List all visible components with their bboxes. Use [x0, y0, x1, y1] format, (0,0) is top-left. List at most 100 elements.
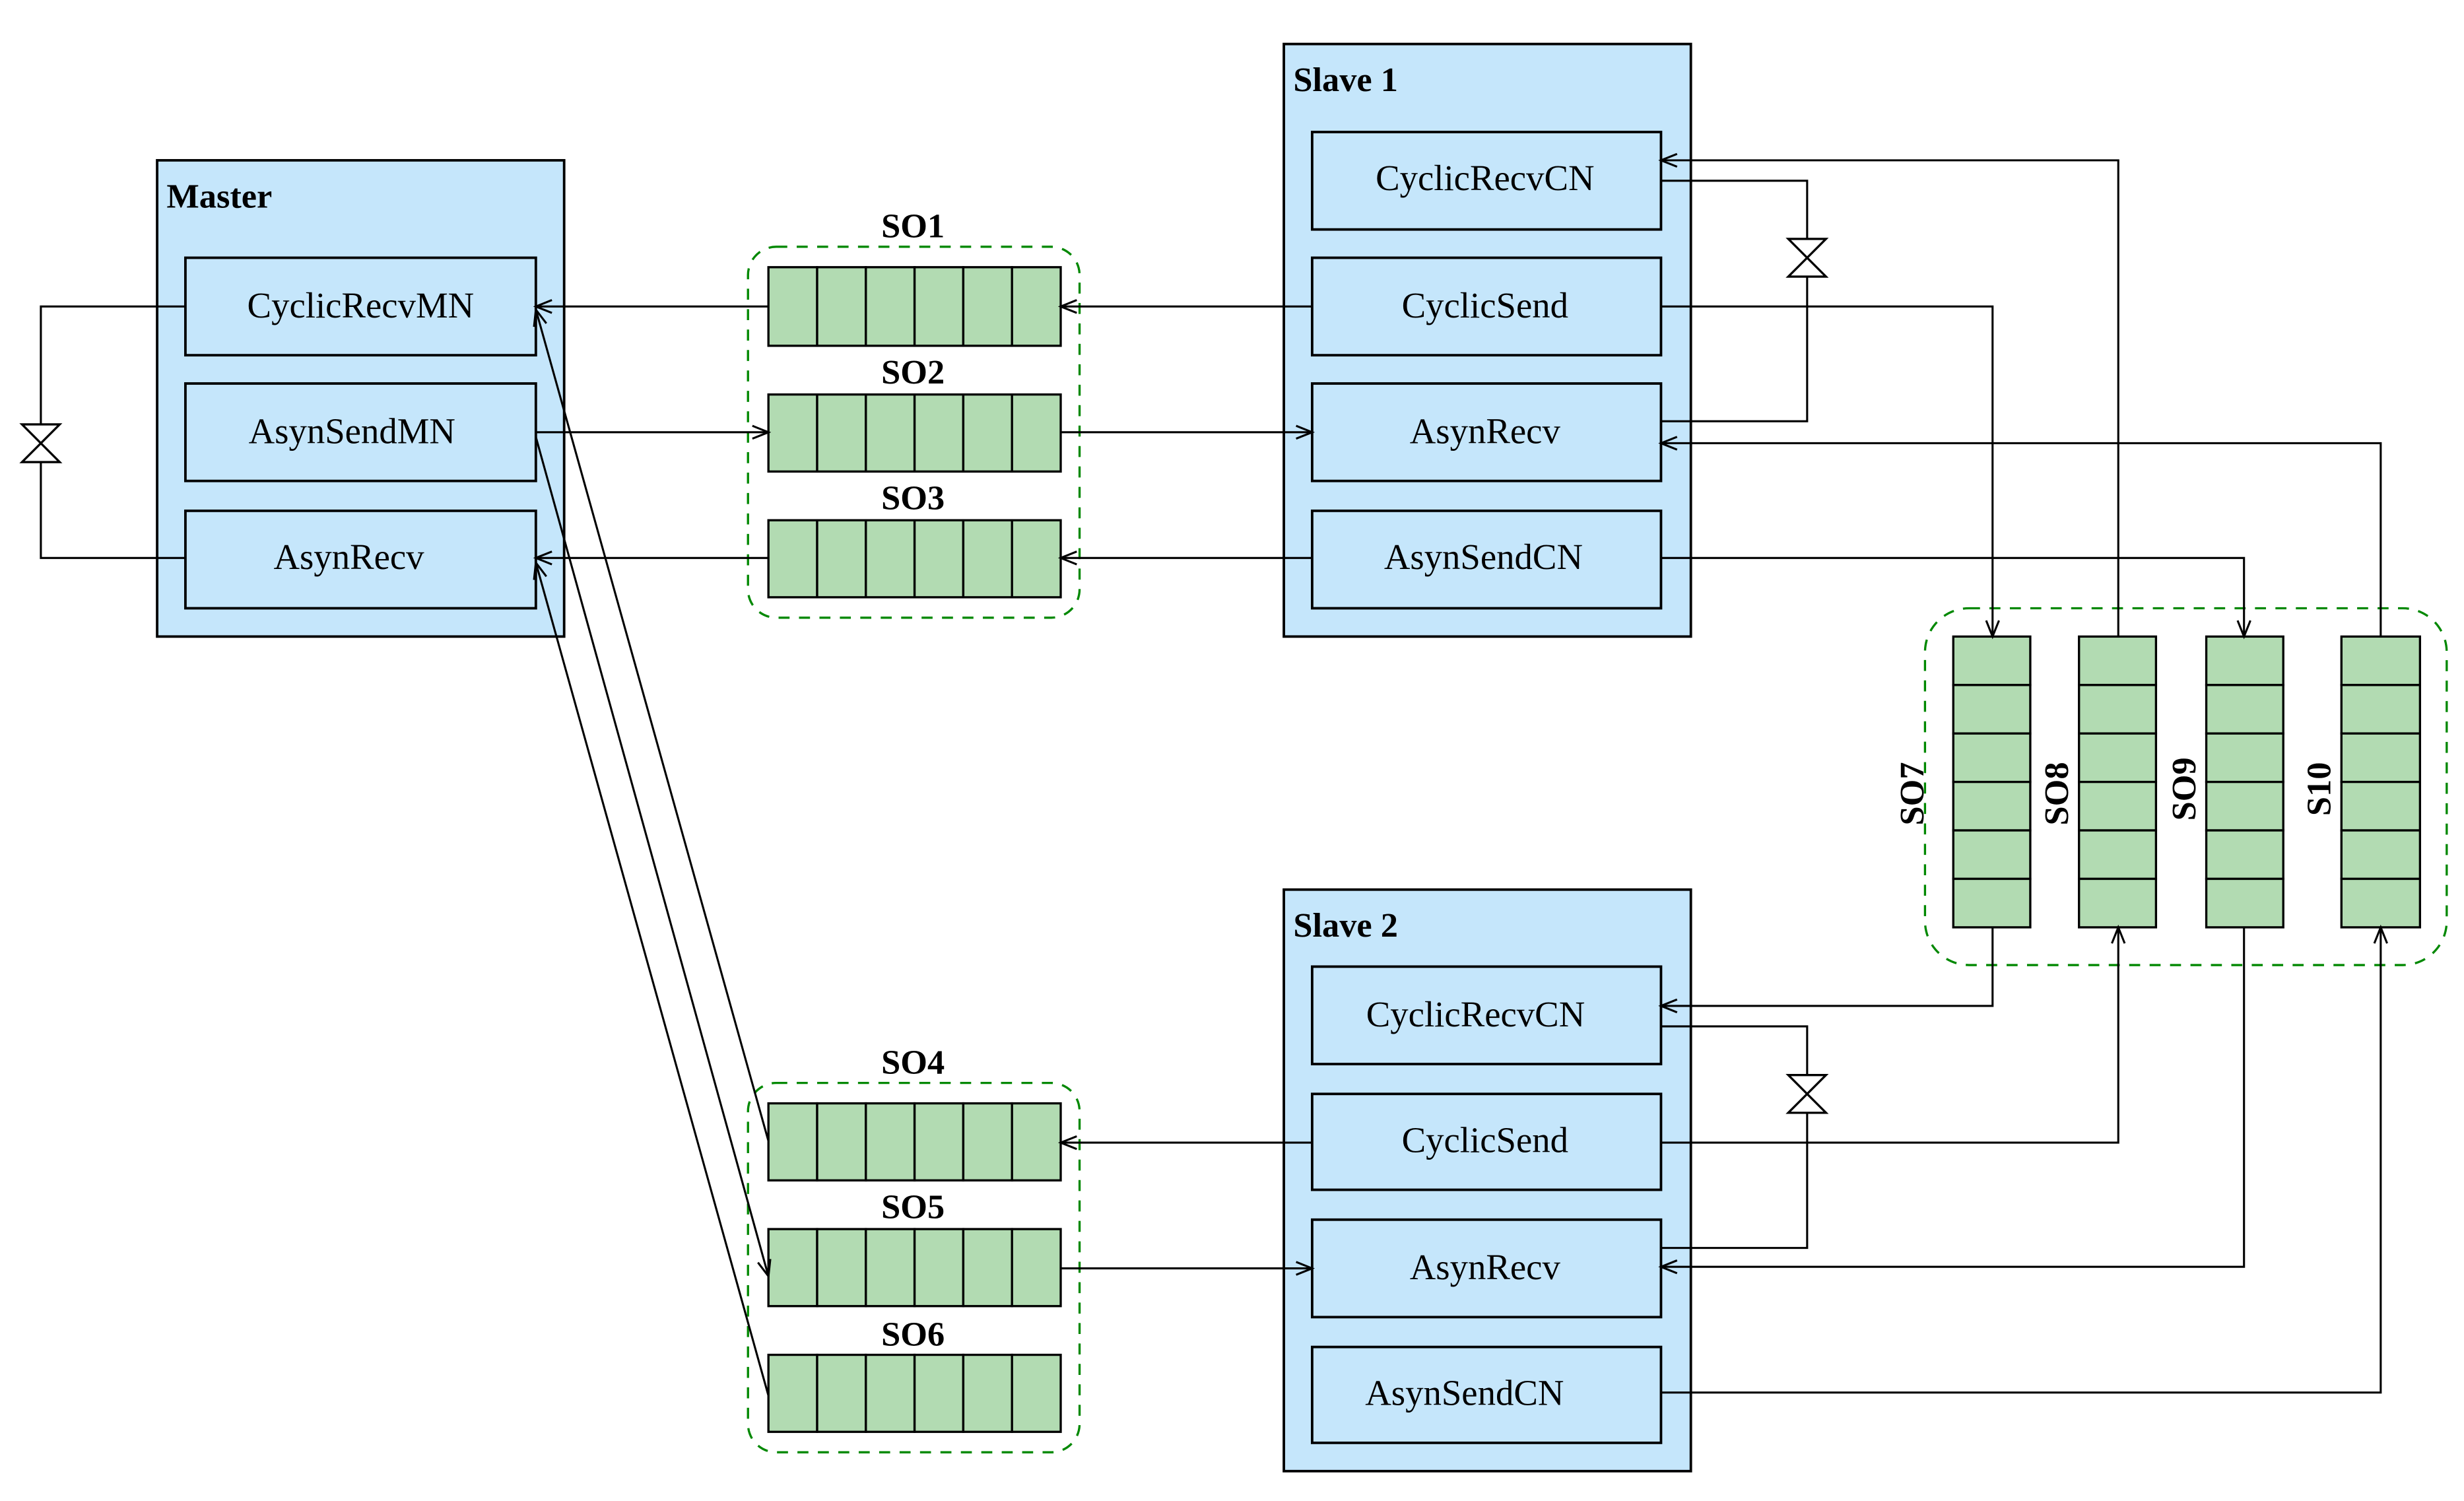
slave1-valve-icon	[1785, 238, 1829, 278]
master-component-cyclicrecvmn[interactable]: CyclicRecvMN	[184, 256, 537, 357]
component-box[interactable]	[1311, 131, 1663, 231]
queue-cell	[2205, 780, 2284, 832]
queue-cell	[767, 393, 818, 473]
queue-cell	[962, 1228, 1013, 1308]
component-box[interactable]	[184, 509, 537, 610]
component-box[interactable]	[1311, 1092, 1663, 1191]
queue-cell	[2078, 877, 2158, 929]
queue-label-so2: SO2	[881, 353, 945, 391]
wire-so6-to-master-asynrecv	[533, 560, 770, 1396]
queue-cell	[767, 266, 818, 347]
queue-so8	[2078, 635, 2158, 929]
slave2-component-cyclicrecvcn[interactable]: CyclicRecvCN	[1311, 965, 1663, 1065]
queue-cell	[2340, 780, 2422, 832]
arrowhead-icon	[533, 560, 547, 580]
slave2-component-cyclicsend[interactable]: CyclicSend	[1311, 1092, 1663, 1191]
connector-line	[1661, 927, 1994, 1007]
component-label: AsynRecv	[273, 537, 424, 577]
master-component-asynsendmn[interactable]: AsynSendMN	[184, 382, 537, 483]
wire-master-asynsend-to-so5	[535, 436, 772, 1279]
queue-group-so7-so10	[1923, 607, 2448, 966]
connector-line	[40, 462, 185, 559]
queue-label-so6: SO6	[881, 1315, 945, 1353]
component-box[interactable]	[184, 382, 537, 483]
wire-so2-to-slave1-asynrecv	[1060, 424, 1315, 440]
wire-so5-to-slave2-asynrecv	[1060, 1261, 1315, 1276]
component-label: CyclicSend	[1402, 1119, 1568, 1160]
queue-cell	[2205, 877, 2284, 929]
queue-cell	[2205, 635, 2284, 686]
master-component-asynrecv[interactable]: AsynRecv	[184, 509, 537, 610]
queue-cell	[913, 1228, 965, 1308]
queue-cell	[767, 1353, 818, 1433]
queue-cell	[2340, 635, 2422, 686]
queue-cell	[962, 1102, 1013, 1182]
slave1-component-cyclicsend[interactable]: CyclicSend	[1311, 256, 1663, 357]
queue-cell	[2205, 732, 2284, 784]
queue-cell	[1952, 780, 2032, 832]
queue-so9	[2205, 635, 2284, 929]
component-label: AsynSendMN	[249, 411, 455, 451]
queues-layer	[767, 266, 2422, 1433]
connector-line	[1661, 556, 2246, 637]
slave1-component-asynsendcn[interactable]: AsynSendCN	[1311, 509, 1663, 610]
slave2-component-asynrecv[interactable]: AsynRecv	[1311, 1218, 1663, 1319]
queue-cell	[962, 519, 1013, 599]
component-box[interactable]	[1311, 509, 1663, 610]
arrowhead-icon	[1658, 152, 1678, 168]
connector-line	[1661, 1025, 1809, 1075]
wire-slave1-asynsendcn-to-so9	[1661, 556, 2251, 640]
component-box[interactable]	[1311, 382, 1663, 483]
component-box[interactable]	[1311, 1345, 1663, 1444]
arrowhead-icon	[1296, 1261, 1315, 1276]
queue-cell	[2078, 732, 2158, 784]
connector-line	[535, 562, 770, 1396]
arrowhead-icon	[533, 307, 547, 327]
component-box[interactable]	[184, 256, 537, 357]
slave2-component-asynsendcn[interactable]: AsynSendCN	[1311, 1345, 1663, 1444]
connector-line	[1661, 442, 2382, 637]
slave1-component-asynrecv[interactable]: AsynRecv	[1311, 382, 1663, 483]
queue-cell	[1952, 635, 2032, 686]
arrowhead-icon	[1057, 299, 1077, 314]
valves-layer	[19, 238, 1829, 1114]
queue-label-so8: SO8	[2038, 762, 2076, 825]
slave2-title: Slave 2	[1293, 906, 1398, 945]
queue-cell	[865, 1228, 916, 1308]
queue-cell	[1011, 519, 1062, 599]
wire-slave1-asynsendcn-to-so3	[1057, 550, 1312, 566]
wire-slave1-loop-top	[1661, 180, 1809, 239]
queue-cell	[2340, 877, 2422, 929]
queue-so2	[767, 393, 1062, 473]
slave1-title: Slave 1	[1293, 61, 1398, 99]
queue-cell	[1011, 1102, 1062, 1182]
slave2-valve-icon	[1785, 1074, 1829, 1114]
queue-label-so5: SO5	[881, 1187, 945, 1226]
wire-slave2-loop-top	[1661, 1025, 1809, 1075]
connector-line	[1661, 927, 2246, 1268]
component-box[interactable]	[1311, 965, 1663, 1065]
queue-cell	[865, 266, 916, 347]
queue-so3	[767, 519, 1062, 599]
component-box[interactable]	[1311, 256, 1663, 357]
arrowhead-icon	[752, 424, 772, 440]
component-label: AsynSendCN	[1365, 1373, 1564, 1413]
queue-so6	[767, 1353, 1062, 1433]
component-box[interactable]	[1311, 1218, 1663, 1319]
arrowhead-icon	[1658, 998, 1678, 1014]
wire-so9-to-slave2-asynrecv	[1658, 927, 2246, 1275]
arrowhead-icon	[1296, 424, 1315, 440]
wire-so10-to-slave1-asynrecv	[1658, 436, 2382, 637]
queue-cell	[1952, 684, 2032, 735]
wire-slave2-cyclicsend-to-so8	[1661, 924, 2126, 1144]
connector-line	[1661, 305, 1994, 637]
slave1-component-cyclicrecvcn[interactable]: CyclicRecvCN	[1311, 131, 1663, 231]
wire-master-asynsend-to-so2	[535, 424, 772, 440]
queue-cell	[1011, 266, 1062, 347]
queue-cell	[865, 1353, 916, 1433]
queue-cell	[962, 393, 1013, 473]
slave1-node: Slave 1 CyclicRecvCN CyclicSend AsynRecv…	[1282, 42, 1692, 638]
queue-cell	[2078, 635, 2158, 686]
wire-slave2-loop-bottom	[1661, 1112, 1809, 1250]
